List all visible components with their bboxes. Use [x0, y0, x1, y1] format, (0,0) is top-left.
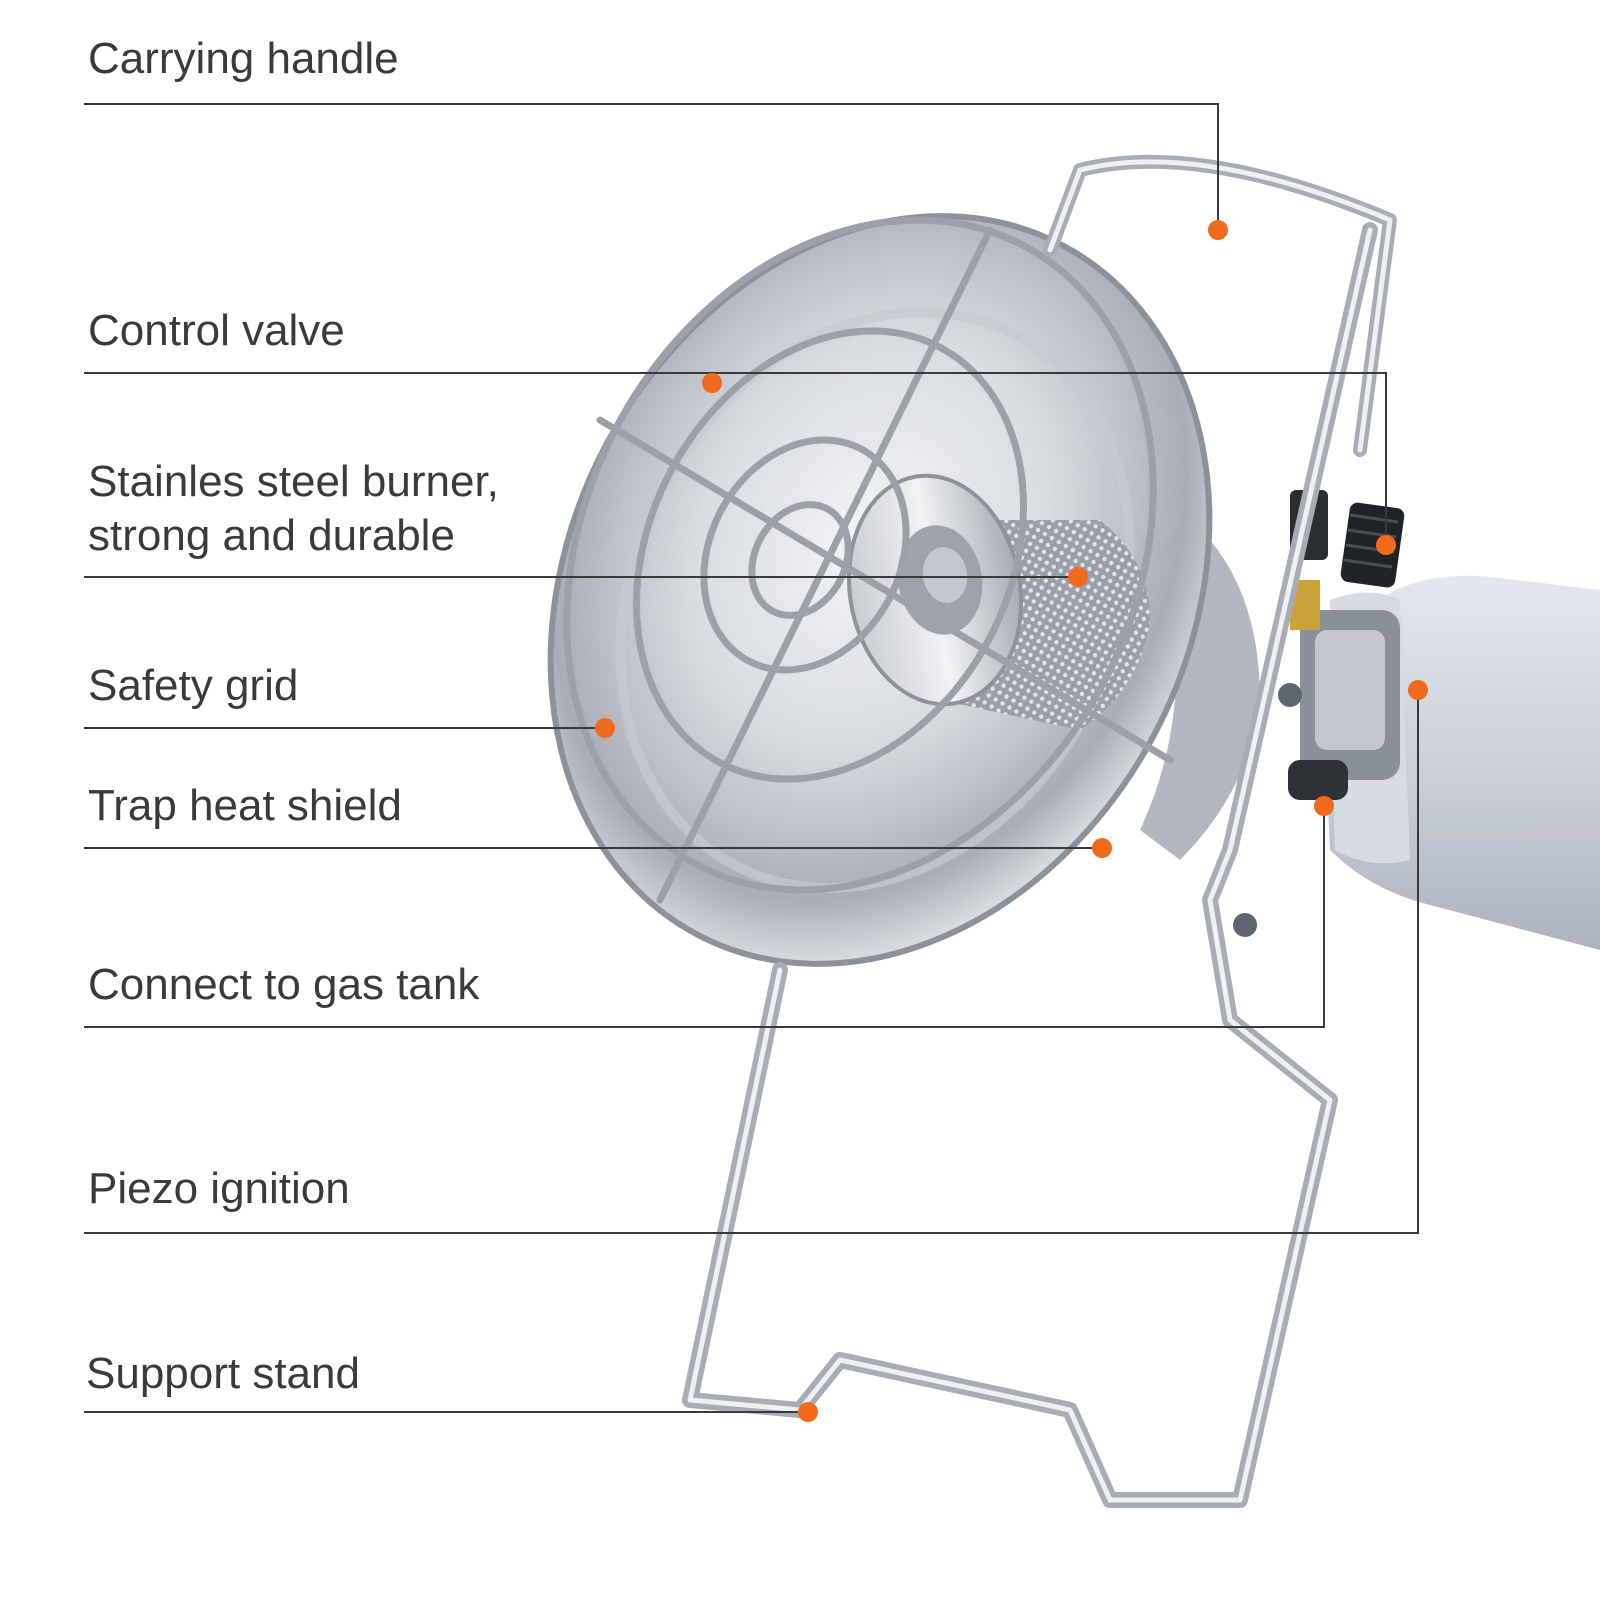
label-carrying-handle: Carrying handle [88, 34, 399, 83]
frame-bolt-icon [1233, 913, 1257, 937]
marker-dot-burner [1068, 567, 1088, 587]
heater-illustration [547, 154, 1600, 1508]
side-frame-highlight [687, 227, 1373, 1503]
label-piezo-ignition: Piezo ignition [88, 1164, 350, 1213]
label-control-valve: Control valve [88, 306, 345, 355]
marker-dots [595, 220, 1428, 1422]
label-support-stand: Support stand [86, 1349, 360, 1398]
leader-carrying-handle [84, 103, 1219, 230]
marker-dot-gas-tank-connector [1314, 796, 1334, 816]
marker-dot-control-valve [1376, 535, 1396, 555]
label-burner-line-1: Stainles steel burner, [88, 457, 499, 506]
valve-body-image [1288, 580, 1400, 800]
frame-bolt-icon [1278, 683, 1302, 707]
callout-labels: Carrying handle Control valve Stainles s… [86, 34, 499, 1398]
safety-grid-image [563, 216, 1174, 904]
label-burner-line-2: strong and durable [88, 511, 455, 560]
marker-dot-support-stand [798, 1402, 818, 1422]
label-gas-tank-connector: Connect to gas tank [88, 960, 480, 1009]
marker-dot-safety-grid-upper [702, 373, 722, 393]
label-trap-heat-shield: Trap heat shield [88, 781, 402, 830]
label-safety-grid: Safety grid [88, 661, 298, 710]
reflector-housing-image [1140, 540, 1260, 860]
marker-dot-safety-grid [595, 718, 615, 738]
leader-piezo-ignition [84, 690, 1419, 1234]
marker-dot-carrying-handle [1208, 220, 1228, 240]
leader-gas-tank-connector [84, 806, 1325, 1028]
leader-lines [84, 103, 1419, 1413]
marker-dot-piezo-ignition [1408, 680, 1428, 700]
marker-dot-trap-heat-shield [1092, 838, 1112, 858]
leader-control-valve [84, 372, 1387, 545]
